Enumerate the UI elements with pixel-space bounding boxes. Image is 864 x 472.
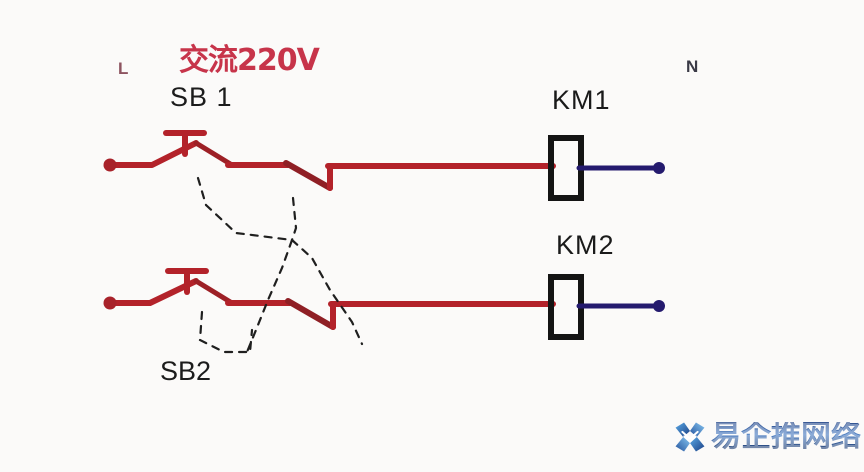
neutral-line-label: N — [686, 57, 699, 76]
sb1-label: SB 1 — [170, 82, 233, 112]
km2-coil-symbol — [548, 274, 584, 340]
sb1-nc-contact-blade — [193, 140, 235, 168]
sb2-pushbutton-actuator[interactable] — [165, 268, 209, 295]
watermark-text: 易企推网络 — [711, 419, 861, 454]
live-line-label: L — [118, 59, 129, 78]
wire-live-to-sb2-nc — [107, 278, 199, 306]
sb2-nc-contact-blade — [193, 278, 235, 306]
row1-no-contact — [283, 160, 333, 191]
source-voltage-label: 交流220V — [179, 43, 320, 78]
junction-dots — [103, 158, 665, 312]
sb2-label: SB2 — [160, 356, 212, 386]
mechanical-linkage-dashed — [196, 176, 364, 354]
row2-no-contact — [285, 298, 336, 330]
yiqitui-logo-icon — [675, 422, 705, 452]
circuit-row-km2 — [107, 268, 662, 340]
wire-live-to-sb1-nc — [107, 140, 199, 168]
sb1-pushbutton-actuator[interactable] — [163, 130, 207, 157]
km2-label: KM2 — [556, 230, 615, 260]
watermark: 易企推网络 — [673, 420, 861, 454]
circuit-row-km1 — [107, 130, 662, 201]
km1-label: KM1 — [552, 85, 611, 115]
